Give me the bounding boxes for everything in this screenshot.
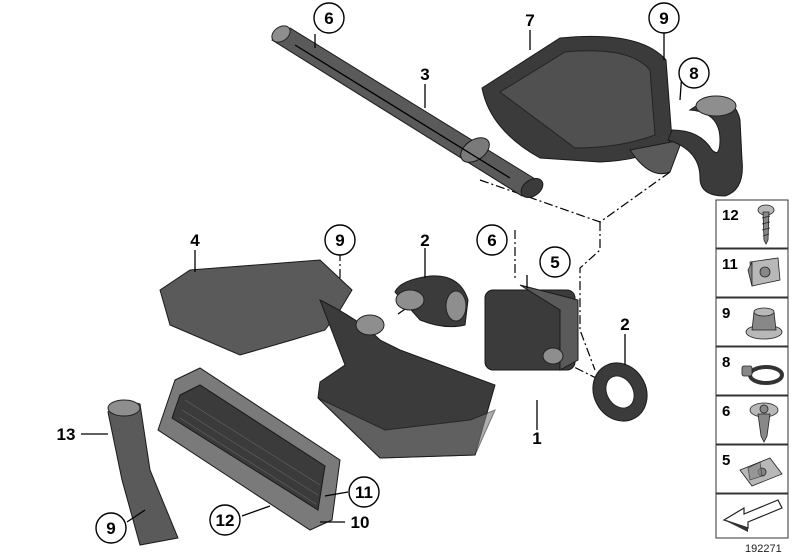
callout-5: 5 bbox=[539, 246, 571, 278]
legend-row-9[interactable]: 9 bbox=[715, 297, 789, 347]
callout-2-left: 2 bbox=[420, 231, 429, 250]
callout-2-right: 2 bbox=[620, 315, 629, 334]
arrow-icon bbox=[722, 499, 783, 532]
snorkel-part[interactable] bbox=[107, 399, 179, 546]
legend-row-8[interactable]: 8 bbox=[715, 346, 789, 396]
svg-text:6: 6 bbox=[324, 9, 333, 28]
svg-text:7: 7 bbox=[525, 11, 534, 30]
screw-icon bbox=[757, 204, 775, 245]
legend-row-11[interactable]: 11 bbox=[715, 248, 789, 298]
svg-text:9: 9 bbox=[722, 305, 730, 322]
svg-text:5: 5 bbox=[722, 452, 730, 469]
hex-collar-nut-icon bbox=[745, 307, 783, 340]
callout-6-mid: 6 bbox=[476, 224, 508, 256]
svg-text:12: 12 bbox=[722, 207, 739, 224]
svg-text:3: 3 bbox=[420, 65, 429, 84]
callout-4: 4 bbox=[190, 231, 200, 250]
svg-text:2: 2 bbox=[420, 231, 429, 250]
svg-text:8: 8 bbox=[722, 354, 730, 371]
svg-text:11: 11 bbox=[355, 483, 373, 502]
filter-grille-part[interactable] bbox=[157, 367, 341, 531]
ring-seal-part[interactable] bbox=[582, 353, 657, 431]
legend-row-5[interactable]: 5 bbox=[715, 444, 789, 494]
elbow-connector-part[interactable] bbox=[394, 275, 469, 328]
callout-8: 8 bbox=[678, 57, 710, 89]
svg-text:6: 6 bbox=[487, 231, 496, 250]
legend-row-12[interactable]: 12 bbox=[715, 199, 789, 249]
callout-11: 11 bbox=[348, 476, 380, 508]
clip-nut-icon bbox=[747, 257, 781, 287]
callout-9-top: 9 bbox=[648, 2, 680, 34]
hardware-legend: 12 11 9 bbox=[715, 199, 789, 539]
diagram-number: 192271 bbox=[745, 543, 782, 555]
callout-12: 12 bbox=[209, 504, 241, 536]
callout-10: 10 bbox=[351, 513, 370, 532]
callout-1: 1 bbox=[532, 429, 541, 448]
blower-unit-part[interactable] bbox=[484, 284, 579, 371]
spring-nut-icon bbox=[739, 457, 783, 487]
legend-footer bbox=[715, 493, 789, 539]
svg-text:11: 11 bbox=[722, 256, 738, 273]
callout-13: 13 bbox=[57, 425, 76, 444]
hose-clamp-icon bbox=[741, 365, 784, 385]
svg-text:4: 4 bbox=[190, 231, 200, 250]
callout-6-top: 6 bbox=[313, 2, 345, 34]
legend-row-6[interactable]: 6 bbox=[715, 395, 789, 445]
air-filter-housing-part[interactable] bbox=[481, 35, 683, 175]
svg-text:13: 13 bbox=[57, 425, 76, 444]
callout-7: 7 bbox=[525, 11, 534, 30]
intake-duct-part[interactable] bbox=[159, 259, 496, 459]
expanding-rivet-icon bbox=[749, 402, 779, 443]
svg-text:2: 2 bbox=[620, 315, 629, 334]
callout-9-mid: 9 bbox=[324, 224, 356, 256]
svg-text:9: 9 bbox=[106, 519, 115, 538]
svg-text:8: 8 bbox=[689, 64, 698, 83]
svg-text:5: 5 bbox=[550, 253, 559, 272]
svg-text:1: 1 bbox=[532, 429, 541, 448]
svg-text:12: 12 bbox=[216, 511, 235, 530]
air-duct-tube-part[interactable] bbox=[269, 23, 547, 202]
intake-hose-part[interactable] bbox=[667, 95, 743, 197]
callout-3: 3 bbox=[420, 65, 429, 84]
svg-text:9: 9 bbox=[659, 9, 668, 28]
svg-text:9: 9 bbox=[335, 231, 344, 250]
svg-text:6: 6 bbox=[722, 403, 730, 420]
callout-9-bottom: 9 bbox=[95, 512, 127, 544]
svg-text:10: 10 bbox=[351, 513, 370, 532]
